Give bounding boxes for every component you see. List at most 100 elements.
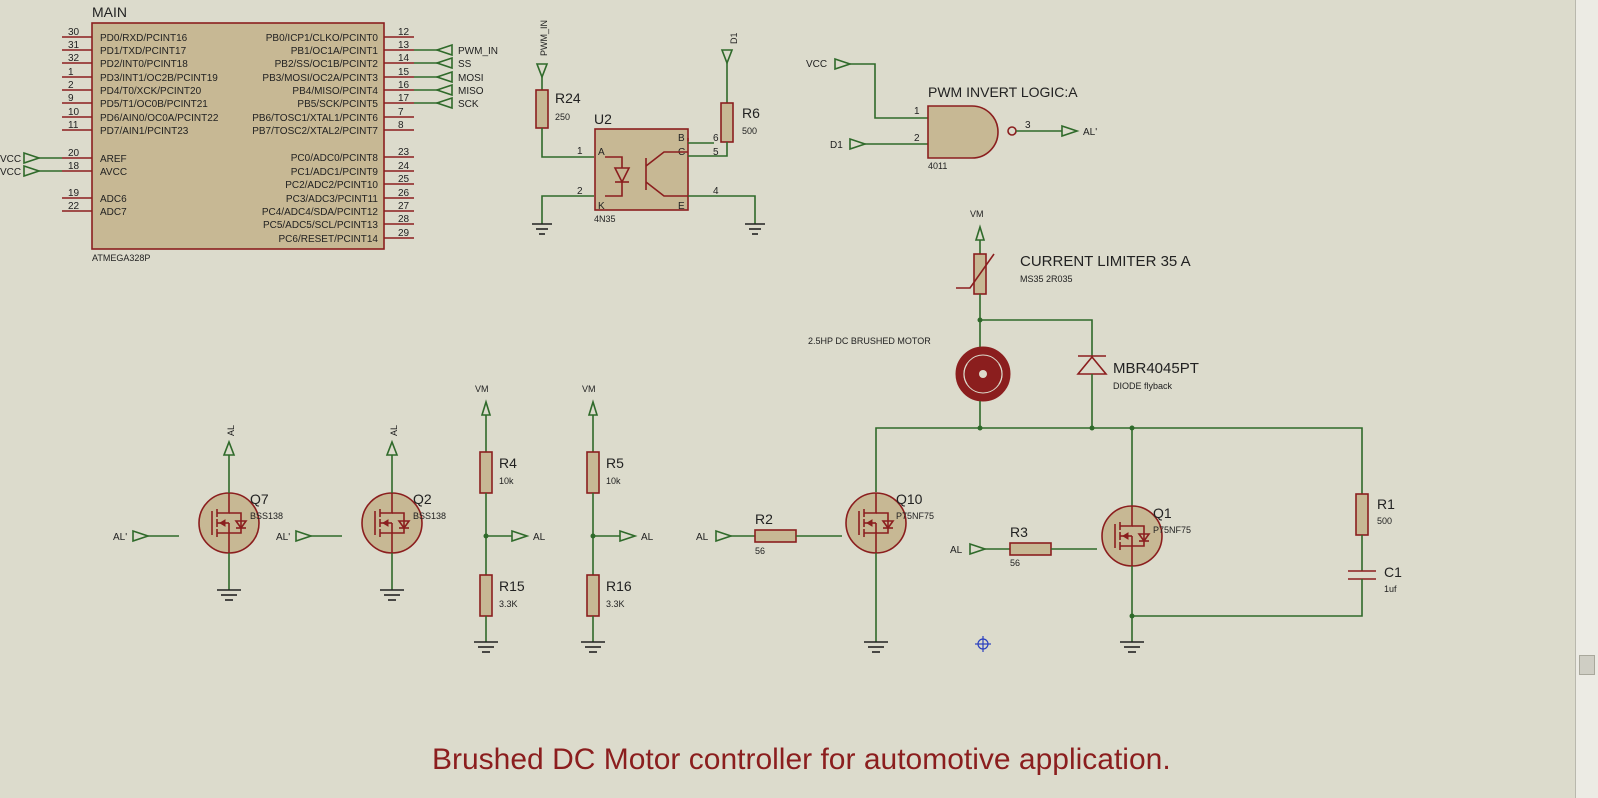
ground-icon xyxy=(380,589,404,601)
mosfet-q2[interactable]: AL' Q2 BSS138 AL xyxy=(276,425,446,601)
ground-icon xyxy=(1120,641,1144,653)
mcu-pin-label: PD0/RXD/PCINT16 xyxy=(100,33,188,44)
diode-desc: DIODE flyback xyxy=(1113,381,1173,391)
q7-part: BSS138 xyxy=(250,511,283,521)
r3-ref: R3 xyxy=(1010,524,1028,540)
mcu-pin-label: PD4/T0/XCK/PCINT20 xyxy=(100,86,202,97)
mcu-pin-number: 18 xyxy=(68,161,80,172)
mcu-pin-label: PB0/ICP1/CLKO/PCINT0 xyxy=(266,33,379,44)
svg-text:K: K xyxy=(598,201,605,212)
q2-gate-label: AL' xyxy=(276,532,290,543)
mcu-pin-number: 10 xyxy=(68,107,80,118)
div2-out: AL xyxy=(641,532,654,543)
mcu-pin-number: 25 xyxy=(398,174,410,185)
mcu-atmega328p[interactable]: MAIN ATMEGA328P 30PD0/RXD/PCINT1631PD1/T… xyxy=(0,4,498,263)
r2-ref: R2 xyxy=(755,511,773,527)
mcu-pin-label: PB3/MOSI/OC2A/PCINT3 xyxy=(262,73,378,84)
diode-ref: MBR4045PT xyxy=(1113,360,1199,377)
r5-ref: R5 xyxy=(606,455,624,471)
voltage-divider-1[interactable]: VM R4 10k AL R15 3.3K xyxy=(474,384,546,653)
mcu-pin-number: 11 xyxy=(68,120,79,131)
r15-ref: R15 xyxy=(499,578,525,594)
u2-part: 4N35 xyxy=(594,214,616,224)
mcu-pin-number: 19 xyxy=(68,188,80,199)
mcu-pin-label: PB4/MISO/PCINT4 xyxy=(292,86,378,97)
nand-bubble xyxy=(1007,126,1017,136)
q7-ref: Q7 xyxy=(250,491,269,507)
r16-ref: R16 xyxy=(606,578,632,594)
mcu-pin-label: PC5/ADC5/SCL/PCINT13 xyxy=(263,220,378,231)
mosfet-q7[interactable]: AL' Q7 BSS138 AL xyxy=(113,425,283,601)
r16-resistor xyxy=(586,574,600,617)
power-stage[interactable]: VM CURRENT LIMITER 35 A MS35 2R035 2.5HP… xyxy=(808,209,1402,619)
div2-vm: VM xyxy=(582,384,596,394)
r3-value: 56 xyxy=(1010,558,1020,568)
ground-icon xyxy=(745,223,765,235)
mcu-part: ATMEGA328P xyxy=(92,253,150,263)
r15-value: 3.3K xyxy=(499,599,518,609)
mcu-pin-number: 27 xyxy=(398,201,410,212)
mcu-pin-number: 17 xyxy=(398,93,410,104)
q1-part: P75NF75 xyxy=(1153,525,1191,535)
nand-gate-4011[interactable]: VCC D1 AL' 1 2 3 PWM INVERT LOGIC:A 4011 xyxy=(806,57,1097,171)
mcu-pin-number: 1 xyxy=(68,67,74,78)
r24-resistor xyxy=(535,89,549,129)
ground-icon xyxy=(217,589,241,601)
mcu-pin-label: AVCC xyxy=(100,167,127,178)
crosshair-cursor-icon xyxy=(975,636,991,652)
r1-ref: R1 xyxy=(1377,496,1395,512)
diode-icon xyxy=(1076,355,1108,375)
gate-in1-label: VCC xyxy=(806,59,827,70)
mosfet-icon xyxy=(845,492,907,554)
vcc-label-aref: VCC xyxy=(0,154,21,165)
vcc-terminal-avcc xyxy=(23,164,42,178)
mcu-pin-number: 20 xyxy=(68,148,80,159)
r6-resistor xyxy=(720,102,734,143)
motor-icon xyxy=(955,346,1011,402)
mcu-pin-number: 8 xyxy=(398,120,404,131)
q1-in-label: AL xyxy=(950,545,963,556)
r24-value: 250 xyxy=(555,112,570,122)
mcu-pin-label: PD3/INT1/OC2B/PCINT19 xyxy=(100,73,218,84)
vm-label-top: VM xyxy=(970,209,984,219)
vcc-terminal xyxy=(834,57,853,71)
al-terminal xyxy=(619,529,638,543)
mcu-body xyxy=(91,22,385,250)
mcu-pin-number: 16 xyxy=(398,80,410,91)
mcu-pin-label: PB6/TOSC1/XTAL1/PCINT6 xyxy=(252,113,378,124)
mcu-pin-label: PB1/OC1A/PCINT1 xyxy=(291,46,379,57)
q7-drain-label: AL xyxy=(226,425,236,436)
mosfet-q10[interactable]: AL R2 56 Q10 P75NF75 xyxy=(696,491,934,653)
svg-text:4: 4 xyxy=(713,186,719,197)
al-prime-terminal xyxy=(132,529,151,543)
mcu-pin-number: 14 xyxy=(398,53,410,64)
mcu-pin-number: 7 xyxy=(398,107,404,118)
vertical-scrollbar[interactable] xyxy=(1575,0,1598,798)
optocoupler-u2[interactable]: PWM_IN R24 250 1 2 U2 4N35 A K B C E xyxy=(532,20,765,235)
mcu-pin-label: PC6/RESET/PCINT14 xyxy=(279,234,379,245)
d1-in-terminal xyxy=(849,137,868,151)
limiter-part: MS35 2R035 xyxy=(1020,274,1073,284)
junction-dot xyxy=(977,317,983,323)
div1-vm: VM xyxy=(475,384,489,394)
mosfet-q1[interactable]: AL R3 56 Q1 P75NF75 xyxy=(950,505,1191,653)
terminal-ss: SS xyxy=(458,59,472,70)
vm-arrow-icon xyxy=(587,399,599,416)
mcu-pin-label: PD5/T1/OC0B/PCINT21 xyxy=(100,99,208,110)
scrollbar-thumb[interactable] xyxy=(1579,655,1595,675)
vm-arrow-icon xyxy=(974,224,986,241)
voltage-divider-2[interactable]: VM R5 10k AL R16 3.3K xyxy=(581,384,654,653)
r5-value: 10k xyxy=(606,476,621,486)
u2-body xyxy=(594,128,689,211)
svg-text:3: 3 xyxy=(1025,120,1031,131)
mcu-pin-number: 29 xyxy=(398,228,410,239)
q10-ref: Q10 xyxy=(896,491,923,507)
limiter-ref: CURRENT LIMITER 35 A xyxy=(1020,253,1191,270)
q10-in-label: AL xyxy=(696,532,709,543)
r4-resistor xyxy=(479,451,493,494)
mcu-pin-number: 30 xyxy=(68,27,80,38)
svg-text:6: 6 xyxy=(713,133,719,144)
mcu-pin-label: ADC7 xyxy=(100,207,127,218)
mcu-pin-label: PD1/TXD/PCINT17 xyxy=(100,46,187,57)
